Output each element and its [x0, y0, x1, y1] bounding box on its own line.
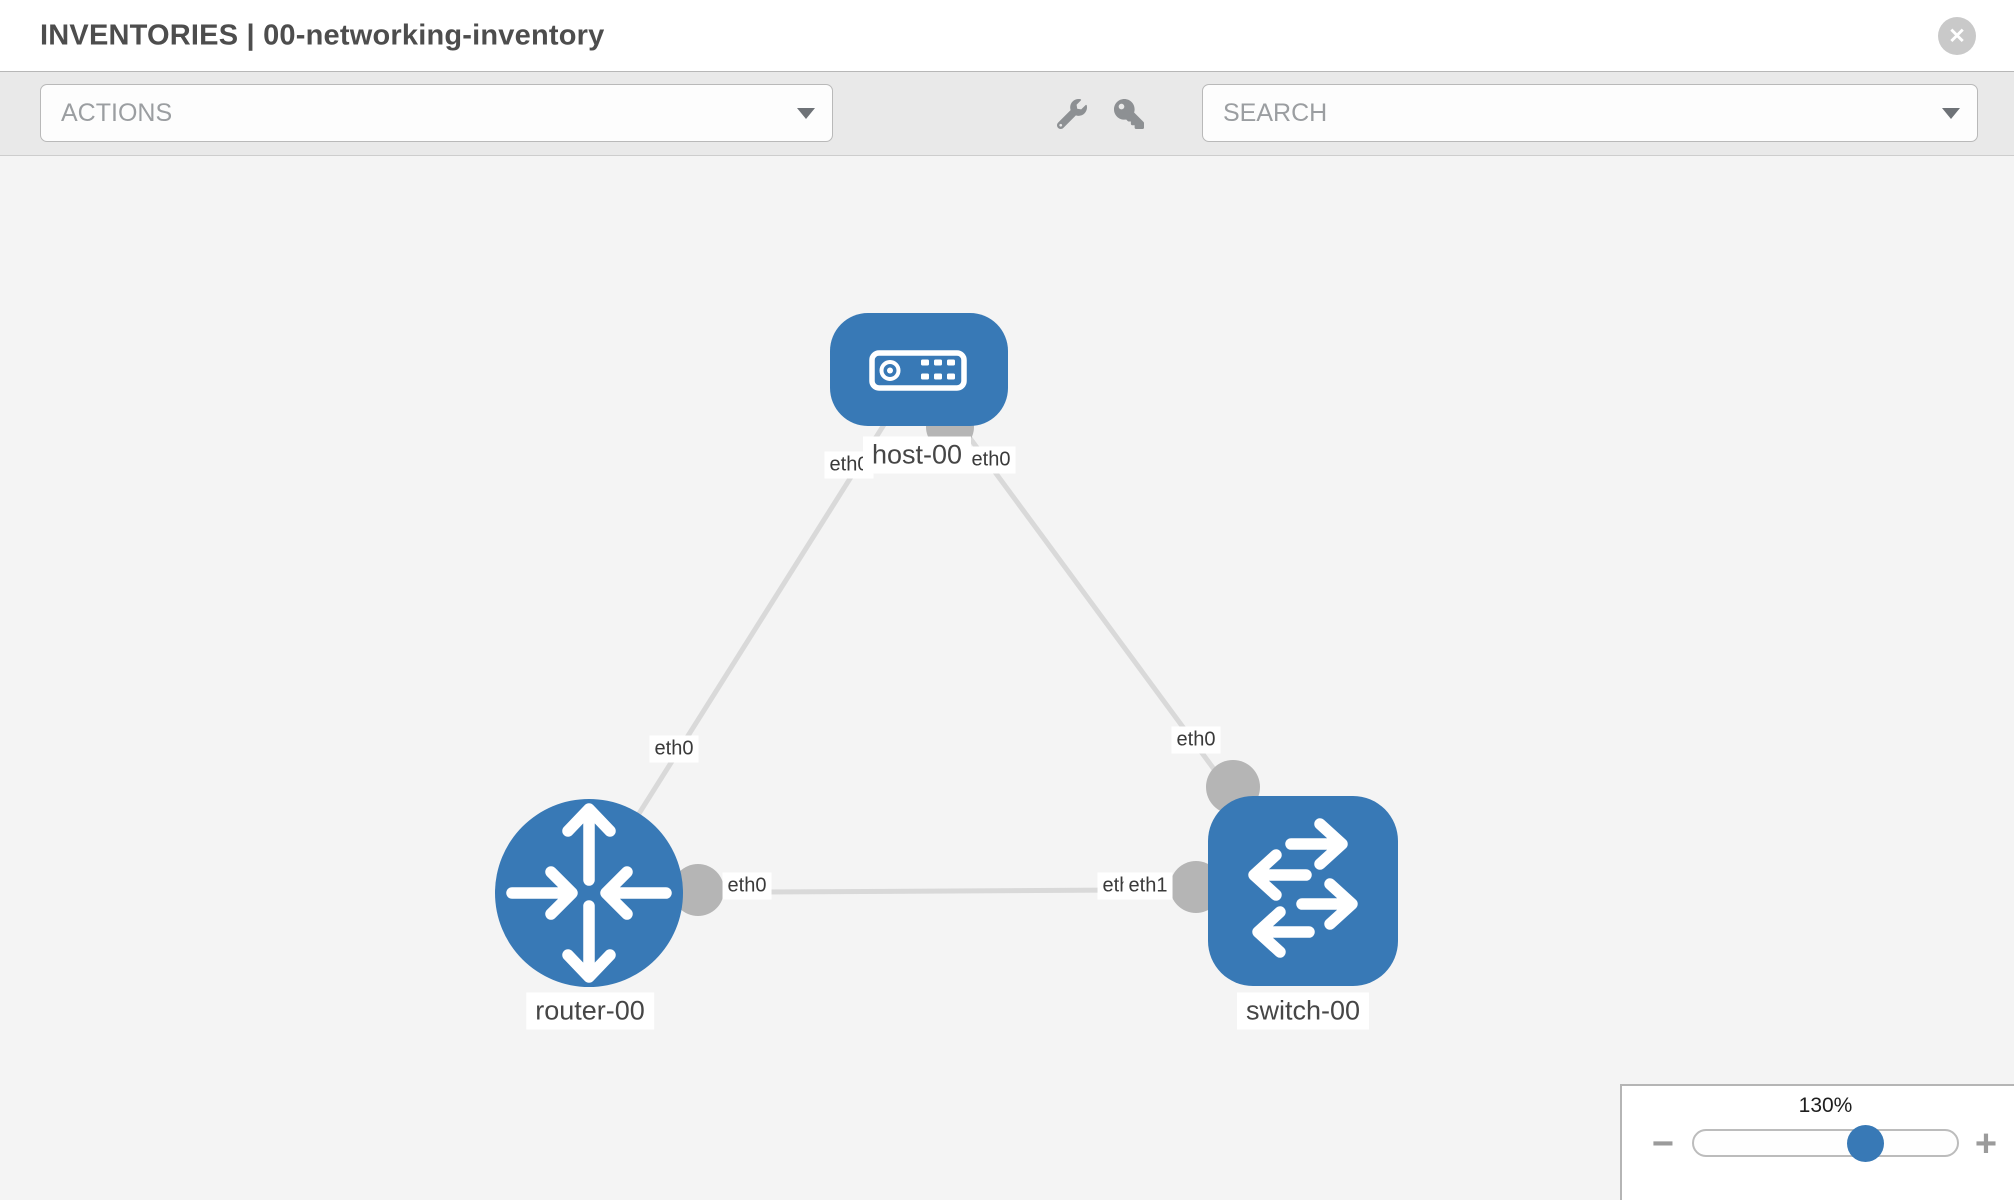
search-dropdown[interactable]: SEARCH: [1202, 84, 1978, 142]
port-router-eth0: [672, 864, 724, 916]
topology-canvas[interactable]: eth0 eth0 eth0 eth0 eth0 eth0 eth1 host-…: [0, 156, 2014, 1200]
ports: [672, 403, 1260, 916]
interface-label-host-eth0-right: eth0: [966, 446, 1016, 474]
interface-label-switch-eth1: eth1: [1123, 872, 1173, 900]
wrench-icon: [1057, 98, 1087, 129]
zoom-slider-track[interactable]: [1692, 1129, 1959, 1157]
node-switch[interactable]: [1208, 796, 1398, 986]
server-icon: [869, 350, 967, 391]
close-icon: ✕: [1948, 24, 1966, 48]
key-icon: [1114, 98, 1144, 129]
node-host[interactable]: [830, 313, 1008, 426]
header: INVENTORIES | 00-networking-inventory ✕: [0, 0, 2014, 71]
node-label-router: router-00: [526, 992, 654, 1030]
actions-dropdown-label: ACTIONS: [61, 98, 173, 127]
interface-label-router-eth0: eth0: [722, 872, 772, 900]
search-dropdown-label: SEARCH: [1223, 98, 1328, 127]
chevron-down-icon: [1942, 108, 1960, 119]
interface-label-switch-eth0: eth0: [1171, 726, 1221, 754]
chevron-down-icon: [797, 108, 815, 119]
page-title: INVENTORIES | 00-networking-inventory: [40, 19, 605, 51]
zoom-slider-thumb[interactable]: [1847, 1125, 1884, 1162]
node-label-switch: switch-00: [1236, 992, 1370, 1030]
zoom-level: 130%: [1798, 1094, 1853, 1117]
switch-arrows-icon: [1248, 818, 1358, 958]
close-button[interactable]: ✕: [1938, 17, 1976, 55]
interface-label-router-eth0-up: eth0: [649, 735, 699, 763]
zoom-panel: 130% − +: [1620, 1084, 2014, 1200]
actions-dropdown[interactable]: ACTIONS: [40, 84, 833, 142]
wrench-button[interactable]: [1049, 91, 1095, 137]
interface-label-host-eth0-left: eth0: [824, 451, 874, 479]
toolbar: ACTIONS SEARCH: [0, 71, 2014, 156]
router-arrows-icon: [506, 803, 672, 983]
node-router[interactable]: [495, 799, 683, 987]
zoom-out-button[interactable]: −: [1644, 1125, 1682, 1163]
key-button[interactable]: [1106, 91, 1152, 137]
zoom-in-button[interactable]: +: [1967, 1125, 2005, 1163]
topology-graph[interactable]: [0, 156, 2014, 1199]
node-label-host: host-00: [862, 436, 972, 474]
